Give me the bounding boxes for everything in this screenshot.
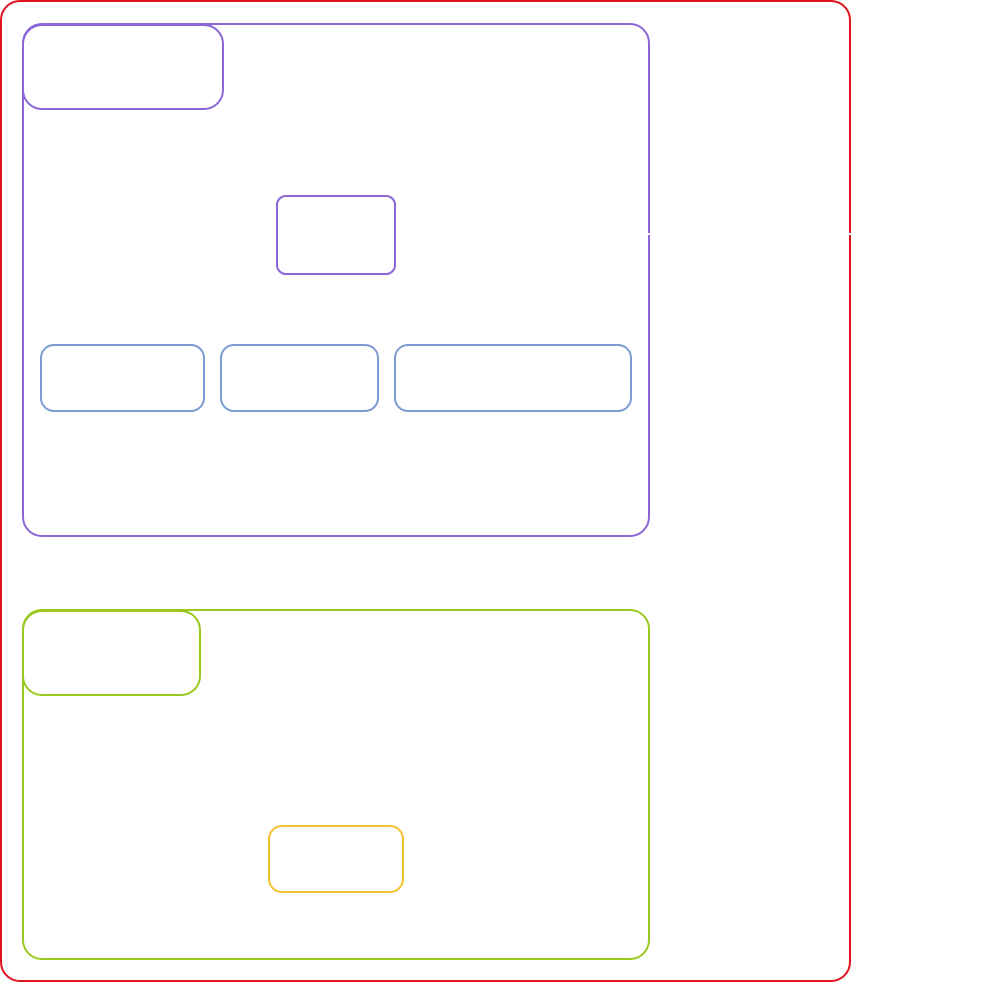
bottom-group-label-box	[22, 610, 201, 696]
top-node-right	[394, 344, 632, 412]
bottom-group	[22, 609, 650, 960]
top-group	[22, 23, 650, 537]
outer-container	[0, 0, 851, 982]
connector-gap-right	[846, 233, 852, 235]
top-center-node	[276, 195, 396, 275]
top-node-middle	[220, 344, 379, 412]
connector-gap-left	[646, 233, 652, 235]
bottom-center-node	[268, 825, 404, 893]
top-group-label-box	[22, 24, 224, 110]
top-node-left	[40, 344, 205, 412]
